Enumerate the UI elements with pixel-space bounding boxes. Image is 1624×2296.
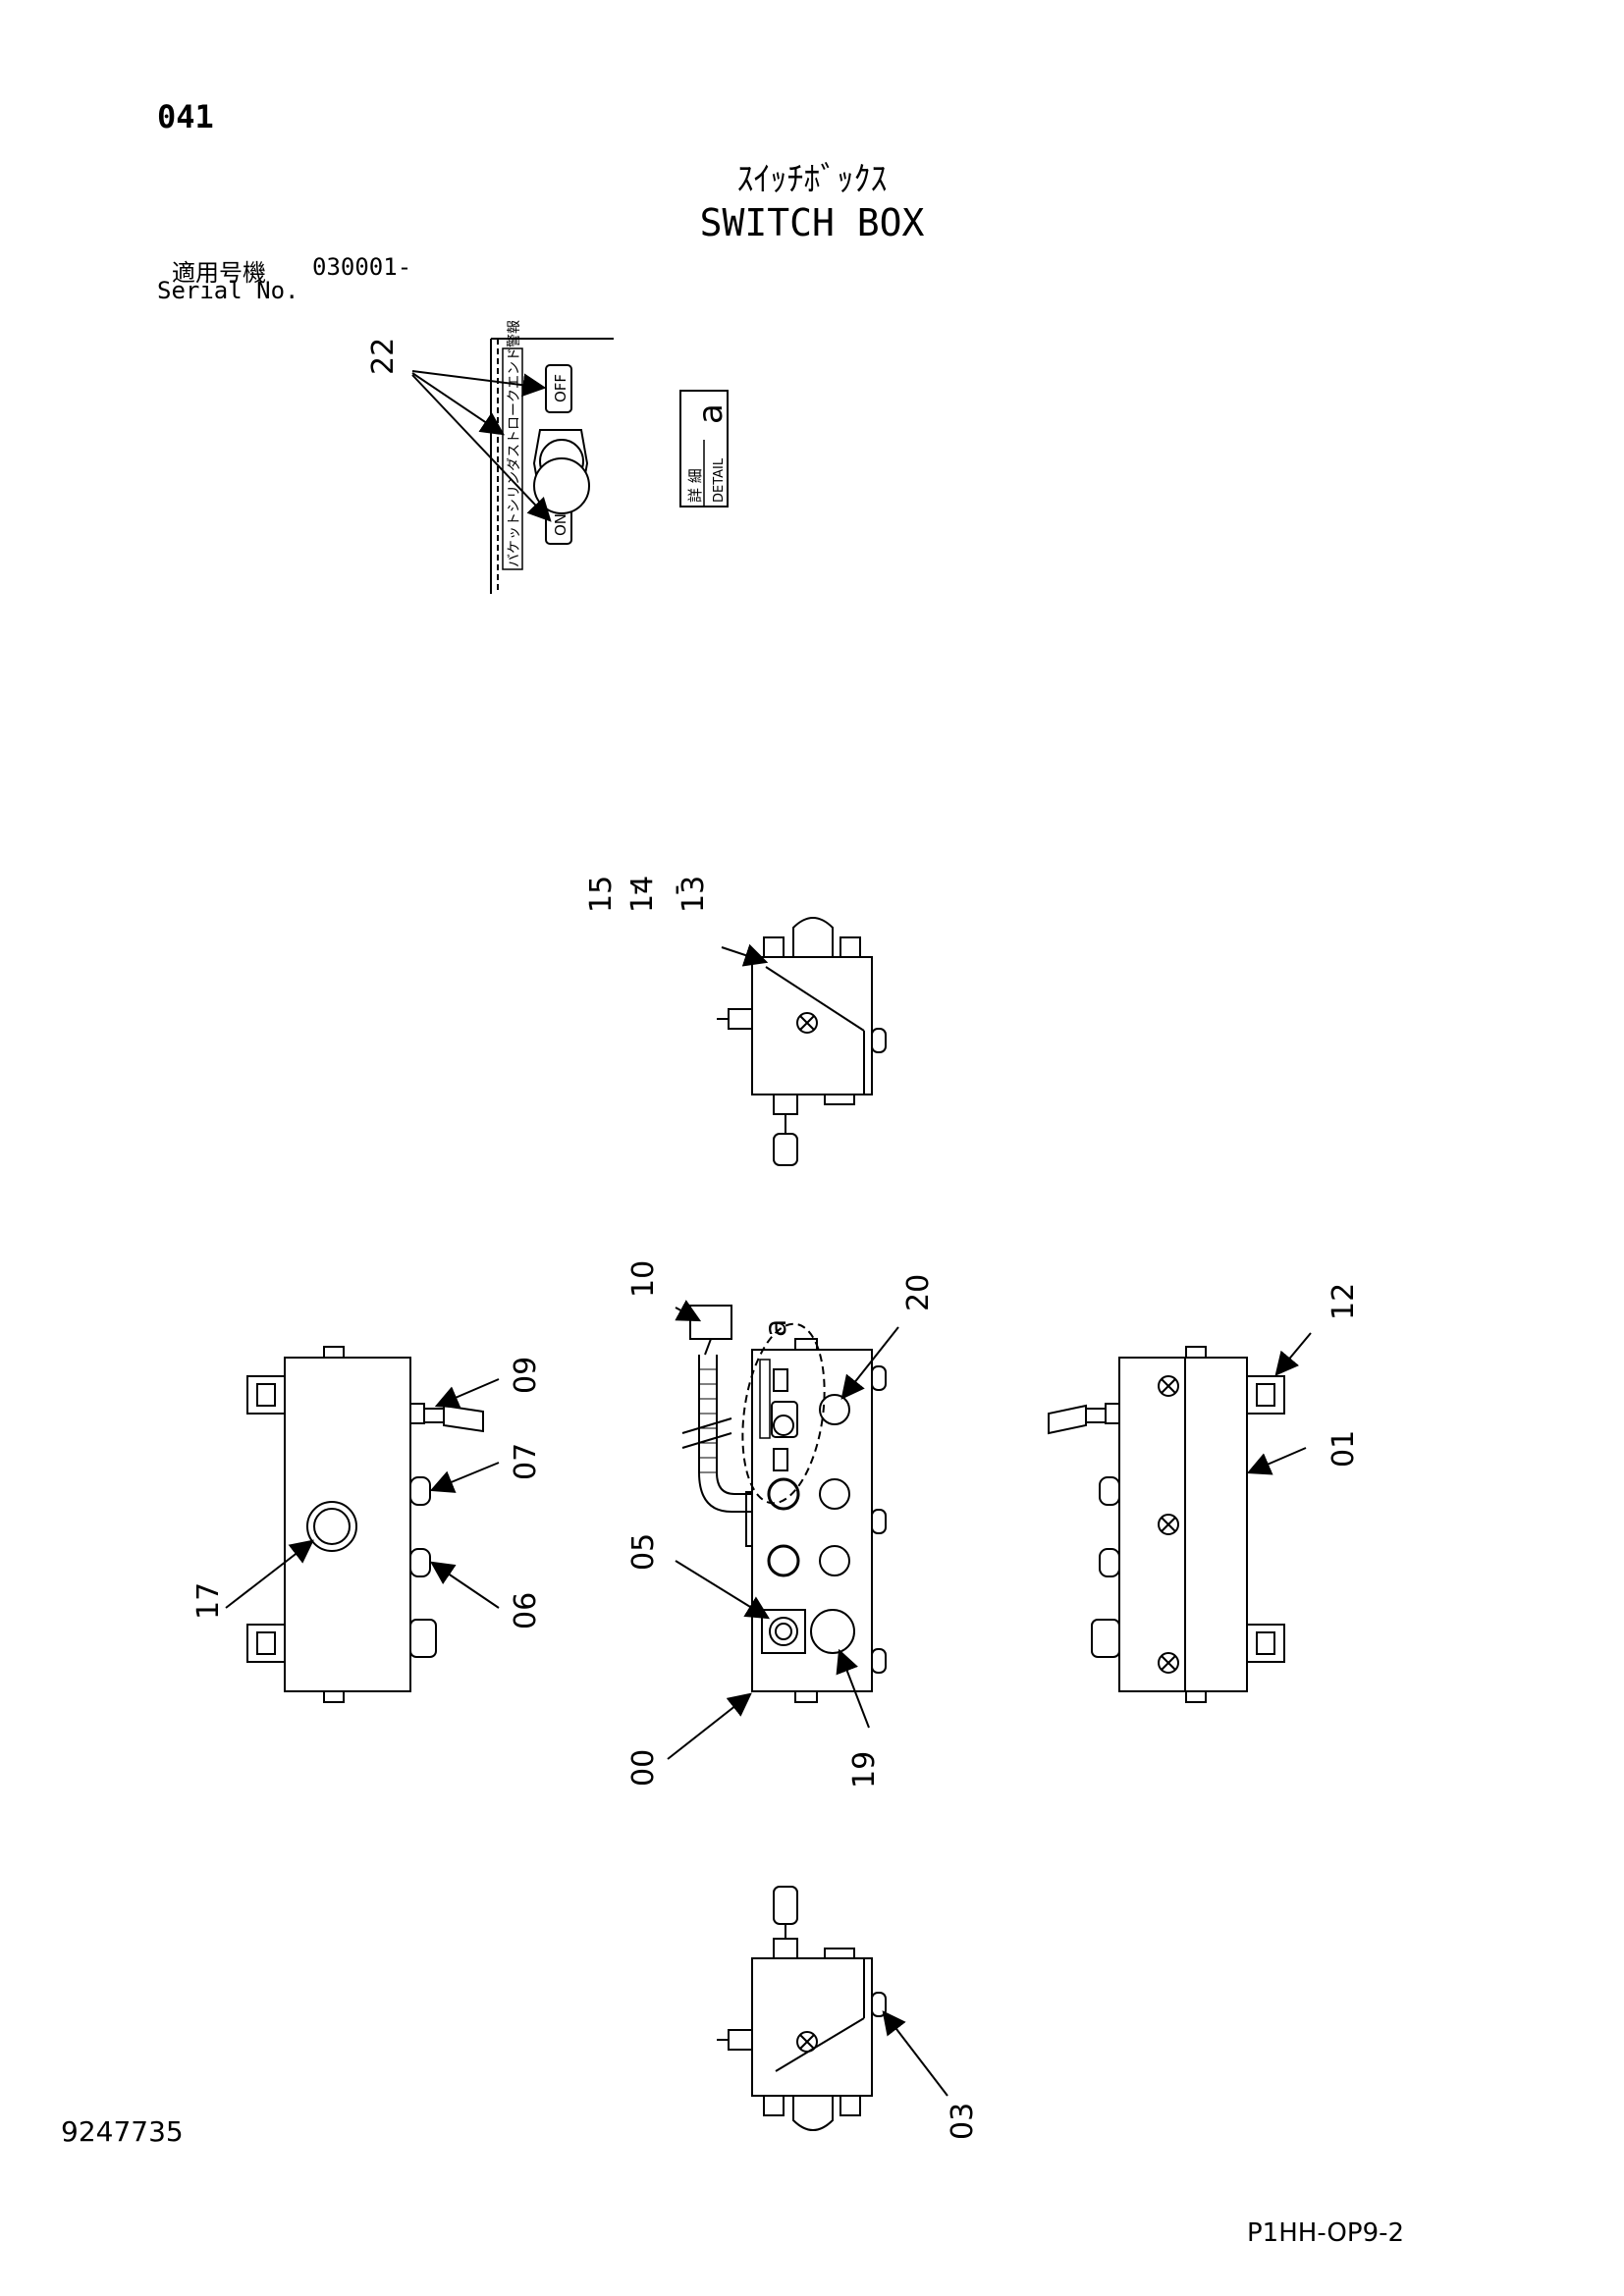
- callout-05: 05: [626, 1533, 661, 1571]
- right-view: [1048, 1332, 1312, 1703]
- callout-a: a: [759, 1319, 793, 1337]
- callout-dash-1: -: [618, 884, 652, 895]
- page-title: SWITCH BOX: [699, 201, 925, 244]
- on-label: ON: [552, 513, 569, 536]
- callout-15: 15: [584, 876, 619, 913]
- off-label: OFF: [552, 374, 569, 402]
- top-view: [717, 917, 887, 1166]
- callout-00: 00: [626, 1749, 661, 1787]
- callout-07: 07: [509, 1443, 543, 1480]
- callout-dash-2: -: [659, 884, 693, 895]
- reference-code: P1HH-OP9-2: [1247, 2218, 1405, 2248]
- callout-09: 09: [509, 1357, 543, 1394]
- left-view: [225, 1346, 500, 1703]
- callout-19: 19: [847, 1751, 882, 1789]
- bottom-view: [717, 1886, 948, 2131]
- detail-a-view: [411, 338, 729, 594]
- serial-label-japanese: 適用号機: [172, 259, 266, 287]
- callout-22: 22: [366, 338, 401, 375]
- document-number: 9247735: [61, 2115, 184, 2148]
- callout-12: 12: [1326, 1283, 1361, 1320]
- page-number: 041: [157, 98, 214, 135]
- callout-06: 06: [509, 1592, 543, 1629]
- panel-label: バケットシリンダストロークエンド警報: [507, 320, 522, 567]
- serial-number: 030001-: [312, 253, 412, 281]
- serial-label: Serial No.: [157, 277, 299, 304]
- page-title-japanese: ｽｲｯﾁﾎﾞｯｸｽ: [736, 160, 888, 199]
- detail-letter: a: [691, 403, 731, 424]
- callout-03: 03: [946, 2103, 980, 2140]
- detail-label: DETAIL: [712, 457, 727, 503]
- callout-17: 17: [191, 1582, 226, 1620]
- callout-13: 13: [677, 876, 711, 913]
- front-view: [667, 1300, 899, 1760]
- callout-01: 01: [1326, 1430, 1361, 1468]
- callout-14: 14: [625, 876, 660, 913]
- callout-20: 20: [901, 1274, 936, 1311]
- detail-label-japanese: 詳 細: [686, 468, 704, 503]
- callout-10: 10: [626, 1260, 661, 1298]
